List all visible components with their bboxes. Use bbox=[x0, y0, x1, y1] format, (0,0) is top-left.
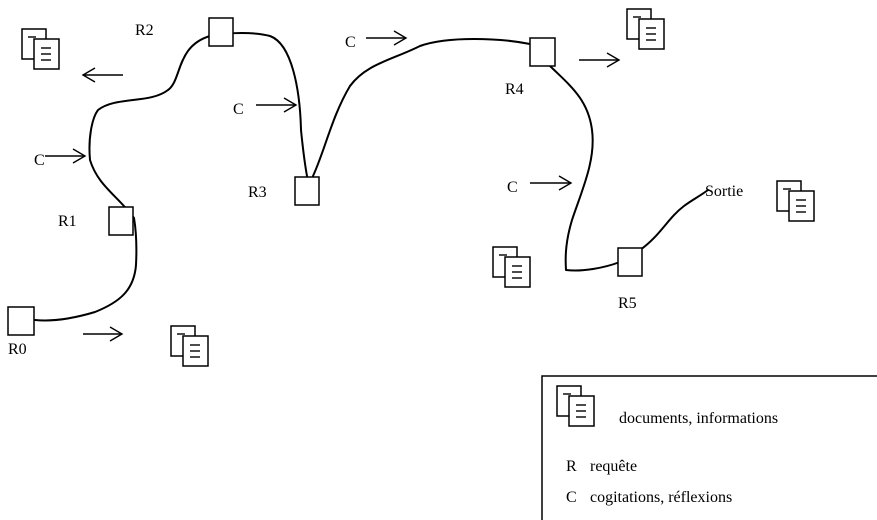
document-stack-icon bbox=[776, 180, 815, 222]
legend-r-symbol: R bbox=[566, 458, 577, 475]
cogitation-label-3: C bbox=[345, 34, 356, 51]
arrow-right-icon bbox=[83, 326, 124, 342]
node-label-r0: R0 bbox=[8, 341, 27, 358]
cogitation-label-2: C bbox=[233, 101, 244, 118]
arrow-left-icon bbox=[81, 67, 123, 83]
arrow-right-icon bbox=[530, 175, 573, 191]
arrow-right-icon bbox=[366, 30, 408, 46]
query-box-r4 bbox=[529, 37, 556, 67]
node-label-r2: R2 bbox=[135, 22, 154, 39]
legend-documents-text: documents, informations bbox=[619, 410, 778, 427]
arrow-right-icon bbox=[256, 97, 298, 113]
legend-box bbox=[541, 375, 877, 520]
query-box-r5 bbox=[617, 247, 643, 277]
query-box-r3 bbox=[294, 176, 320, 206]
node-label-r4: R4 bbox=[505, 81, 524, 98]
legend-r-text: requête bbox=[590, 458, 637, 475]
document-stack-icon bbox=[626, 8, 665, 50]
arrow-right-icon bbox=[579, 52, 621, 68]
legend: documents, informations R requête C cogi… bbox=[541, 375, 877, 520]
document-stack-icon bbox=[170, 325, 209, 367]
document-stack-icon bbox=[21, 28, 60, 70]
legend-c-symbol: C bbox=[566, 489, 577, 506]
query-box-r0 bbox=[7, 306, 35, 336]
cogitation-label-1: C bbox=[34, 152, 45, 169]
exit-label: Sortie bbox=[705, 183, 743, 200]
document-stack-icon bbox=[492, 246, 531, 288]
node-label-r3: R3 bbox=[248, 184, 267, 201]
legend-c-text: cogitations, réflexions bbox=[590, 489, 732, 506]
query-box-r1 bbox=[108, 206, 134, 236]
query-box-r2 bbox=[208, 17, 234, 47]
cogitation-label-4: C bbox=[507, 179, 518, 196]
node-label-r5: R5 bbox=[618, 295, 637, 312]
search-path-line bbox=[34, 32, 709, 322]
node-label-r1: R1 bbox=[58, 213, 77, 230]
arrow-right-icon bbox=[45, 148, 87, 164]
